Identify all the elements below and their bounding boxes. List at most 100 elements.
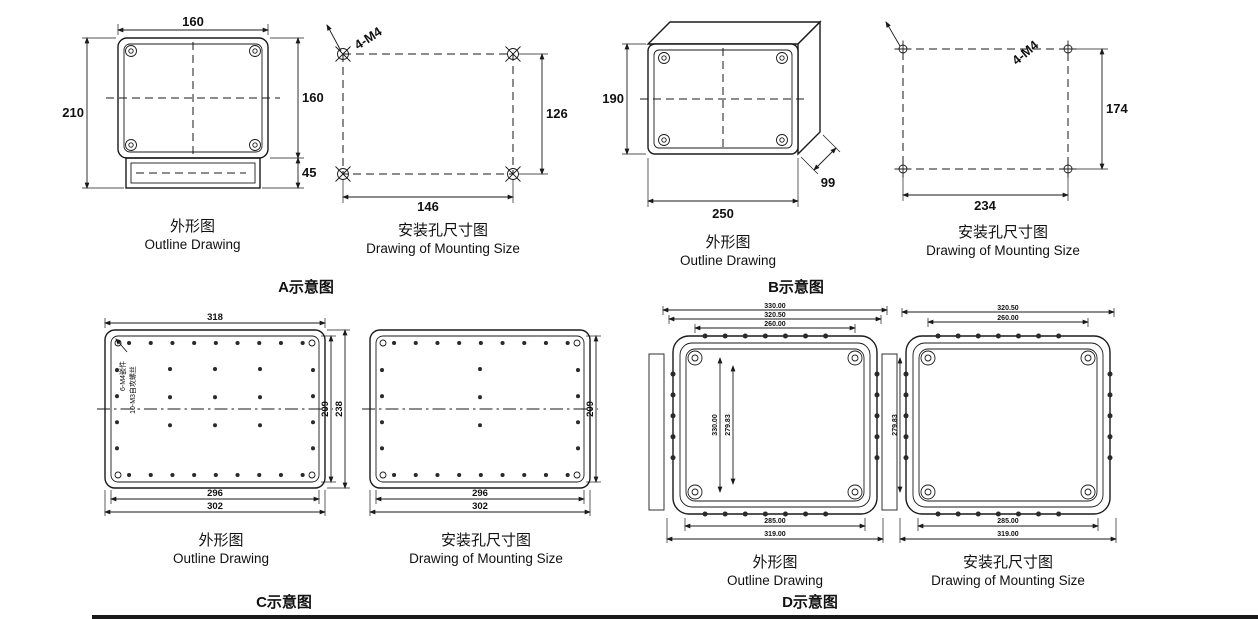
panel-a-mounting: 4-M4 126 146 安装孔尺寸图 Drawing of Mounting … — [318, 14, 568, 256]
corner-hole-icon — [573, 339, 581, 347]
mounting-pattern — [894, 40, 1077, 178]
corner-hole-icon — [573, 471, 581, 479]
dim-b-height: 190 — [602, 91, 624, 106]
a-mounting-drawing: 4-M4 126 146 — [326, 23, 568, 214]
dim-d-top-outer: 330.00 — [764, 303, 786, 310]
dim-left: 279.83 — [892, 357, 903, 493]
dim-height-right: 160 — [270, 37, 324, 159]
dim-b-width: 250 — [712, 206, 734, 221]
dim-d-left-outer: 330.00 — [712, 414, 719, 436]
mounting-hole-icon — [335, 166, 351, 182]
caption-mounting-en: Drawing of Mounting Size — [366, 241, 520, 256]
corner-screw-icon — [687, 350, 703, 366]
enclosure-body — [903, 333, 1113, 517]
hole-label: 4-M4 — [351, 23, 385, 52]
dim-depth: 99 — [800, 134, 841, 190]
corner-screw-icon — [249, 45, 261, 57]
dim-b-depth: 99 — [821, 175, 835, 190]
corner-screw-icon — [249, 139, 261, 151]
screw-callout: 6-M4嵌件 10-M3自攻螺丝 — [115, 338, 137, 414]
dim-bottom-inner: 285.00 — [917, 518, 1099, 531]
group-title-d: D示意图 — [782, 594, 838, 611]
mounting-hole-icon — [894, 40, 912, 58]
caption-outline-en: Outline Drawing — [679, 253, 777, 268]
panel-d-outline: 330.00 320.50 260.00 — [645, 302, 905, 588]
dim-width-outer-bottom: 302 — [369, 490, 591, 516]
enclosure-body — [106, 37, 280, 159]
group-title-b: B示意图 — [768, 279, 824, 296]
caption-outline-en: Outline Drawing — [726, 573, 824, 588]
b-mounting-drawing: 4-M4 174 234 — [885, 21, 1128, 213]
enclosure-flange — [125, 157, 261, 189]
caption-mounting-cn: 安装孔尺寸图 — [397, 222, 488, 239]
mounting-hole-icon — [505, 46, 521, 62]
mounting-hole-icon — [505, 166, 521, 182]
dim-width-inner-bottom: 296 — [375, 488, 585, 504]
dim-width-top: 160 — [117, 14, 269, 35]
corner-screw-icon — [125, 139, 137, 151]
dim-c-width-inner: 296 — [207, 488, 223, 499]
dim-width-bottom: 250 — [647, 158, 799, 221]
group-title-c: C示意图 — [256, 594, 312, 611]
caption-mounting-cn: 安装孔尺寸图 — [957, 224, 1048, 241]
mounting-hole-icon — [1059, 40, 1077, 58]
caption-mounting-cn: 安装孔尺寸图 — [440, 532, 531, 549]
side-profile — [881, 353, 898, 511]
d-mounting-drawing: 320.50 260.00 — [881, 305, 1117, 543]
dim-c-width-top: 318 — [207, 312, 223, 323]
corner-hole-icon — [379, 339, 387, 347]
dim-top-outer: 320.50 — [901, 305, 1115, 317]
screw-label: 10-M3自攻螺丝 — [128, 366, 137, 414]
panel-c-mounting: 209 296 302 安装孔尺寸图 Drawing of Mounting S… — [350, 312, 622, 566]
bottom-rule — [92, 615, 1258, 619]
corner-screw-icon — [1080, 484, 1096, 500]
dim-top-outer: 330.00 — [662, 303, 888, 315]
dim-height-right: 126 — [519, 53, 568, 175]
dim-d-bottom-inner: 285.00 — [764, 518, 786, 525]
corner-screw-icon — [1080, 350, 1096, 366]
dim-bottom-outer: 319.00 — [666, 518, 884, 543]
corner-screw-icon — [920, 350, 936, 366]
enclosure-body — [97, 329, 333, 489]
dim-d-mount-left: 279.83 — [892, 414, 899, 436]
d-outline-drawing: 330.00 320.50 260.00 — [648, 303, 888, 543]
mounting-pattern — [335, 46, 521, 182]
a-outline-drawing: 160 210 — [62, 14, 324, 189]
dim-height-inner-right: 209 — [585, 335, 601, 483]
dim-top-mid: 320.50 — [668, 312, 882, 324]
corner-hole-icon — [308, 471, 316, 479]
dim-height-inner-right: 209 — [320, 335, 336, 483]
side-profile — [648, 353, 665, 511]
dim-d-mount-top-outer: 320.50 — [997, 305, 1019, 312]
c-outline-drawing: 318 6-M4嵌件 10-M3自攻螺丝 — [97, 312, 350, 516]
enclosure-3d-body — [640, 20, 822, 156]
caption-outline-cn: 外形图 — [198, 532, 244, 549]
dim-bottom-inner: 285.00 — [684, 518, 866, 531]
dim-top-inner: 260.00 — [927, 315, 1089, 327]
dim-left-outer: 330.00 — [712, 357, 723, 493]
dim-height-left: 210 — [62, 37, 124, 189]
dim-c-mount-width-outer: 302 — [472, 501, 488, 512]
dim-a-height-left: 210 — [62, 105, 84, 120]
dim-width-outer-bottom: 302 — [104, 490, 326, 516]
dim-a-width-top: 160 — [182, 14, 204, 29]
mounting-hole-icon — [1059, 160, 1077, 178]
dim-width-inner-bottom: 296 — [110, 488, 320, 504]
dim-left-inner: 279.83 — [725, 365, 736, 485]
caption-mounting-cn: 安装孔尺寸图 — [962, 554, 1053, 571]
panel-d-mounting: 320.50 260.00 — [878, 302, 1138, 588]
dim-width-top: 318 — [104, 312, 326, 328]
caption-mounting-en: Drawing of Mounting Size — [931, 573, 1085, 588]
dim-a-flange: 45 — [302, 165, 316, 180]
dim-bottom-outer: 319.00 — [899, 518, 1117, 543]
corner-hole-icon — [114, 471, 122, 479]
dim-b-mount-width: 234 — [974, 198, 996, 213]
dim-d-top-inner: 260.00 — [764, 321, 786, 328]
hole-callout: 4-M4 — [326, 23, 385, 53]
caption-outline-cn: 外形图 — [169, 218, 215, 235]
panel-b-mounting: 4-M4 174 234 安装孔尺寸图 Drawing of Mounting … — [878, 14, 1128, 258]
dim-c-height-outer: 238 — [334, 401, 345, 417]
enclosure-body — [362, 329, 598, 489]
hole-callout: 4-M4 — [885, 21, 1042, 68]
corner-screw-icon — [687, 484, 703, 500]
